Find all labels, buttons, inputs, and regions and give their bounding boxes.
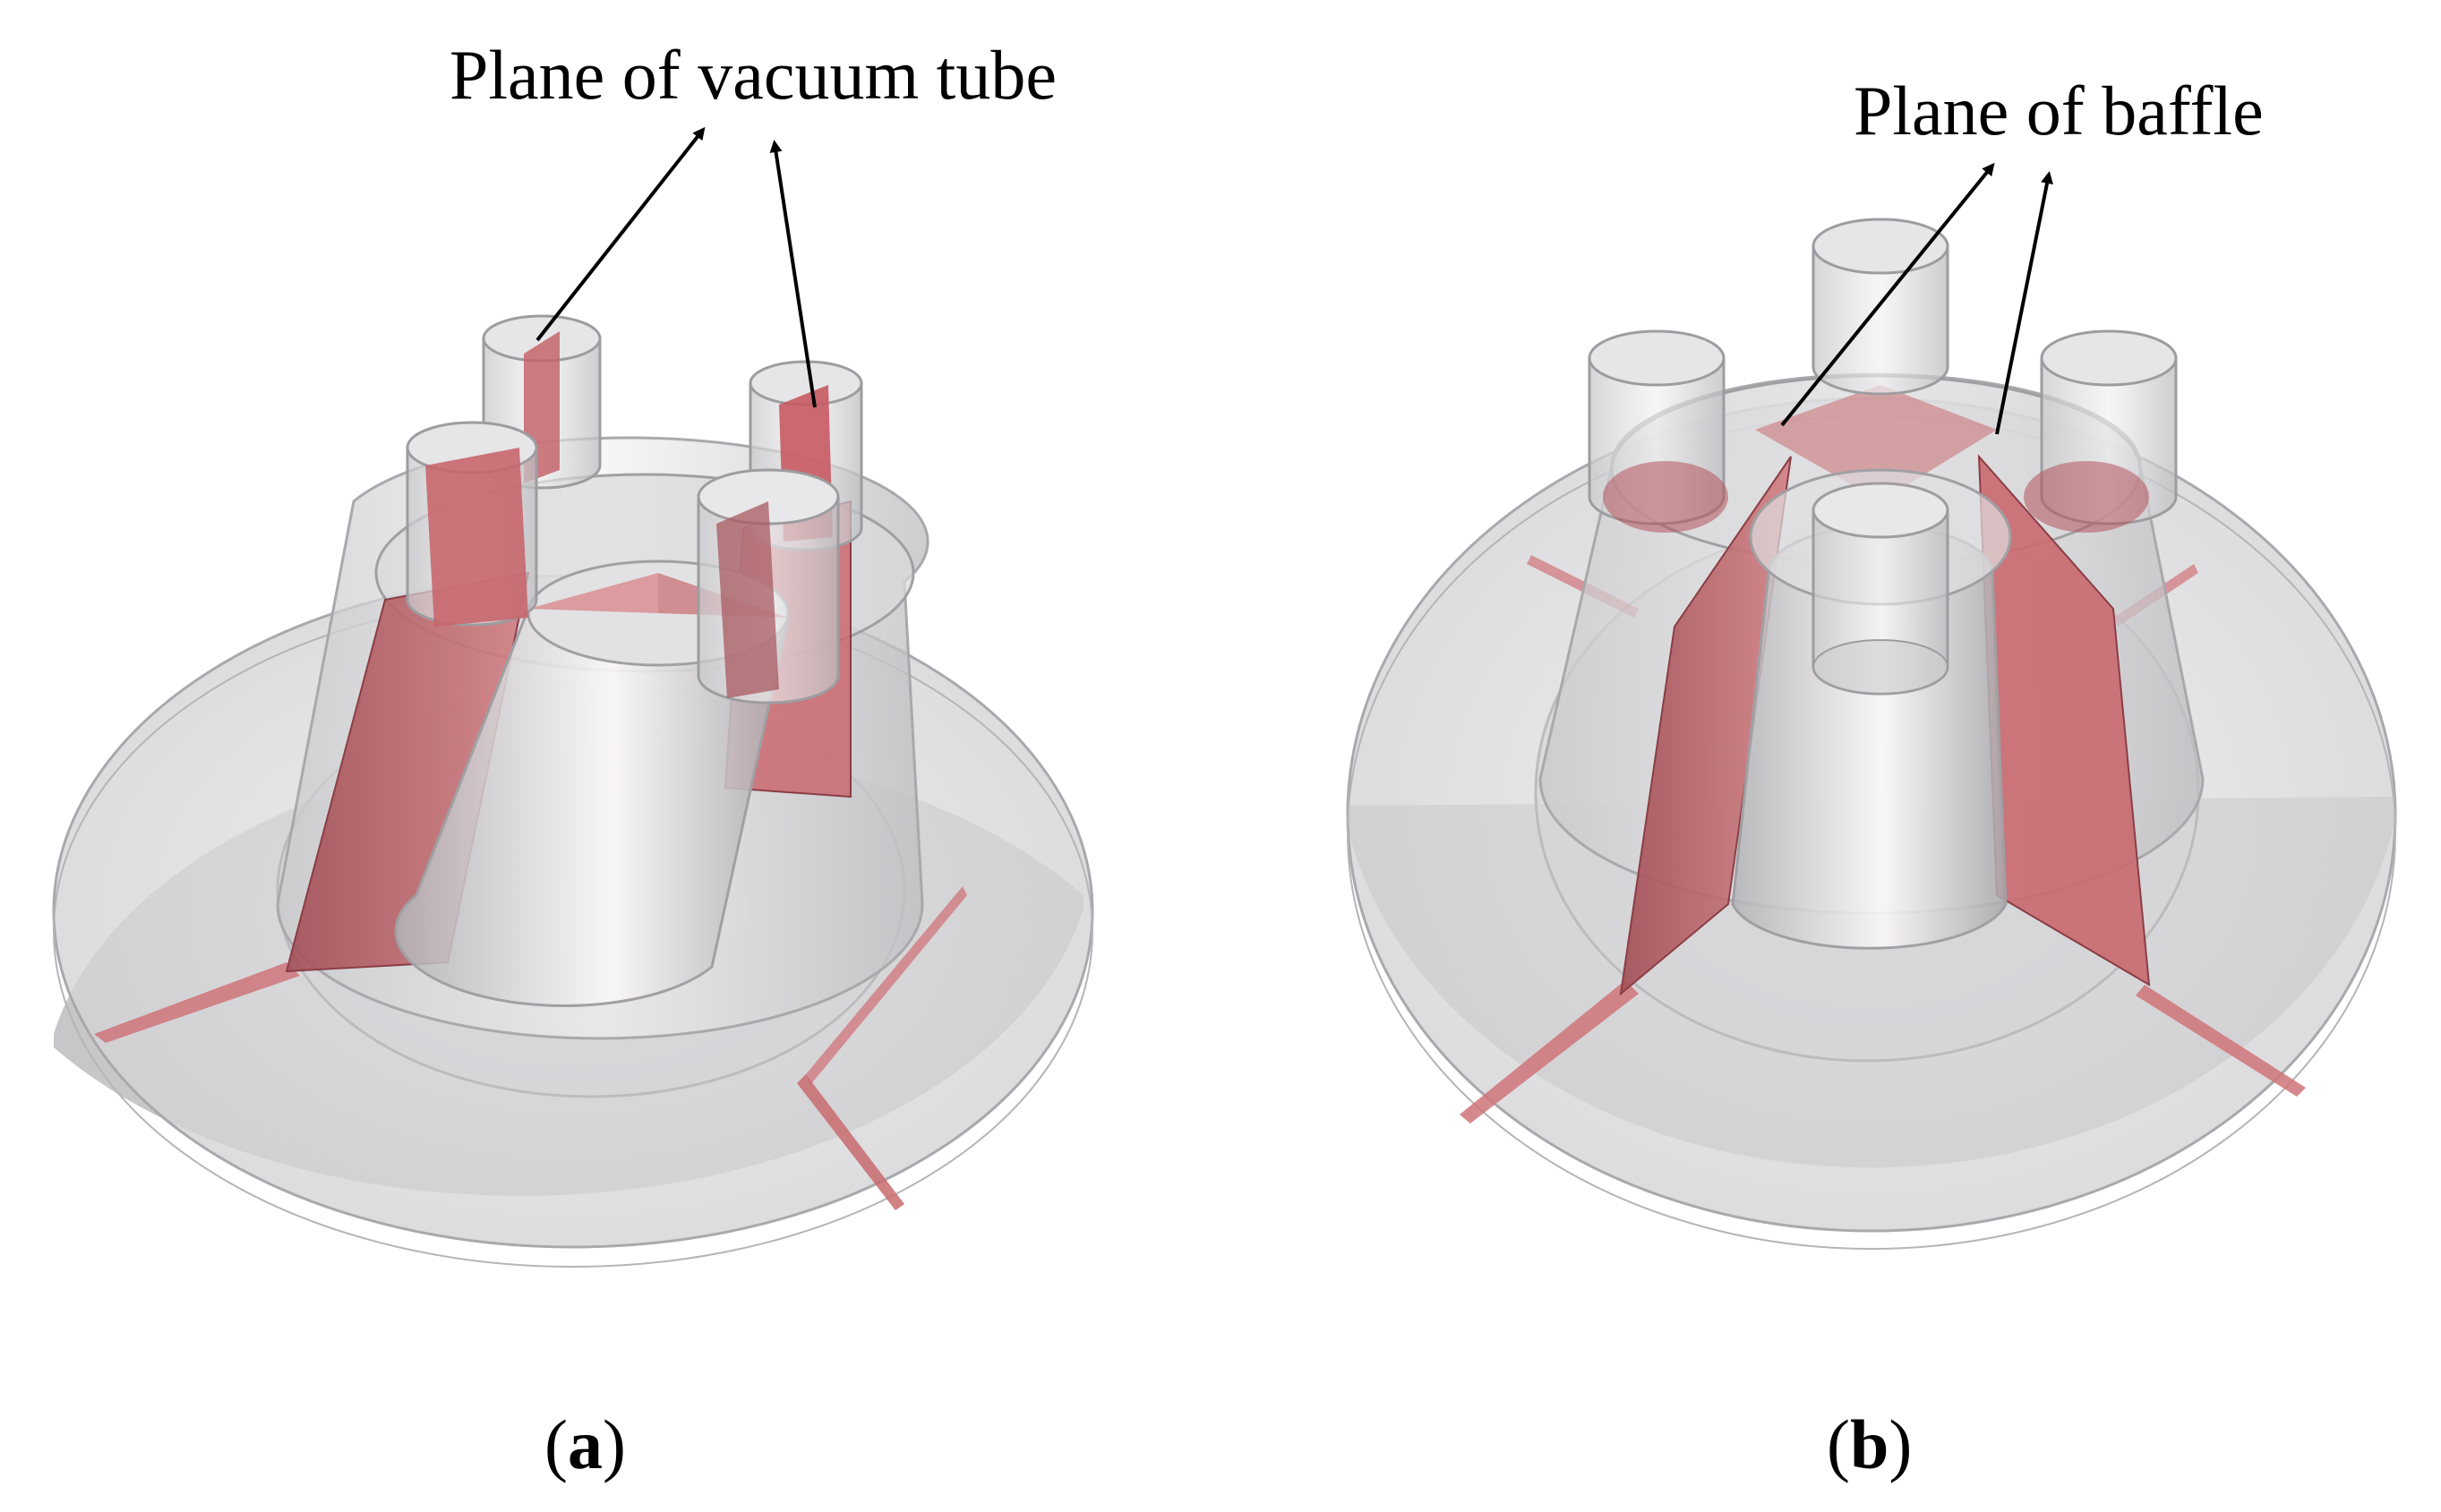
arrow-vacuum-tube-right <box>769 140 817 408</box>
vacuum-tube-front-left <box>406 421 538 627</box>
vacuum-tube-plane-sections <box>94 886 967 1210</box>
panel-b: Plane of baffle (b) <box>1346 72 2397 1483</box>
arrow-baffle-right <box>1995 171 2053 435</box>
baffle-plane-top <box>1755 385 1997 501</box>
tube-left <box>1588 329 1728 533</box>
annotation-vacuum-tube: Plane of vacuum tube <box>450 36 1057 114</box>
caption-a: (a) <box>544 1405 626 1483</box>
vacuum-tube-front-right <box>697 468 840 705</box>
arrow-baffle-left <box>1780 162 1995 427</box>
arrow-vacuum-tube-left <box>535 126 706 342</box>
baffle-plane-left <box>1619 456 1792 996</box>
tube-front-center <box>1811 482 1949 696</box>
tube-right <box>2024 329 2178 533</box>
annotation-baffle: Plane of baffle <box>1854 72 2264 149</box>
caption-b: (b) <box>1827 1405 1912 1483</box>
panel-a: Plane of vacuum tube (a) <box>52 36 1094 1483</box>
